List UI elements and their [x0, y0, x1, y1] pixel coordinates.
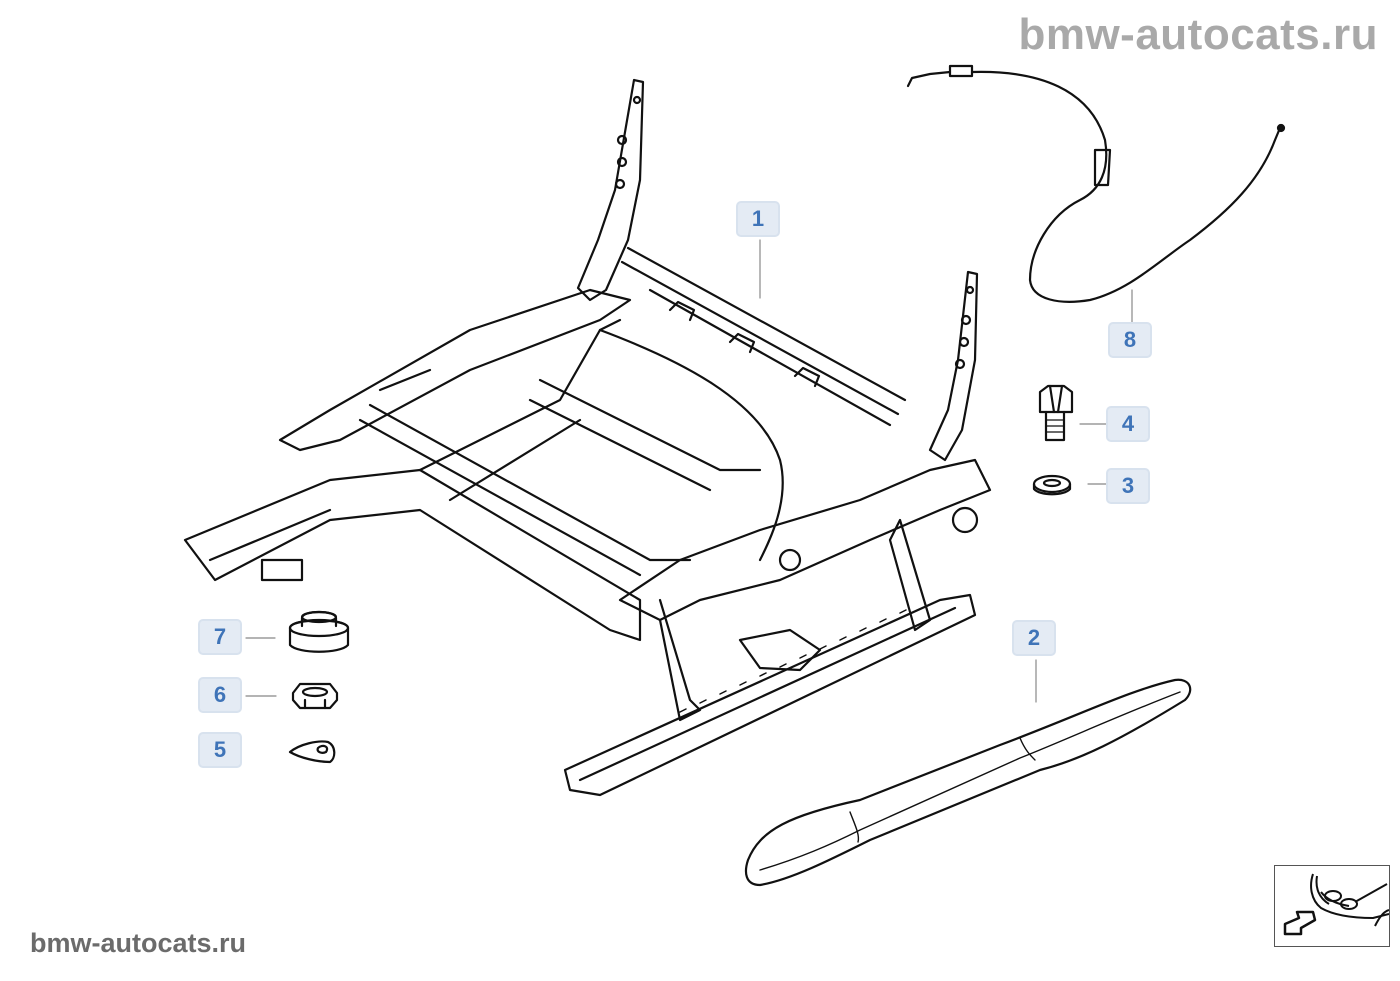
clip-drawing	[288, 740, 336, 764]
watermark-bottom: bmw-autocats.ru	[30, 928, 247, 958]
callout-5[interactable]: 5	[198, 732, 242, 768]
cable-drawing	[906, 64, 1286, 303]
rail-cover-drawing	[744, 678, 1192, 887]
bolt-drawing	[1038, 384, 1074, 442]
nut-drawing	[291, 682, 339, 710]
callout-3[interactable]: 3	[1106, 468, 1150, 504]
callout-4[interactable]: 4	[1106, 406, 1150, 442]
leader-lines	[245, 239, 1133, 703]
callout-8[interactable]: 8	[1108, 322, 1152, 358]
cap-drawing	[288, 610, 350, 653]
navigate-back-button[interactable]	[1274, 865, 1390, 947]
watermark-top: bmw-autocats.ru	[1018, 10, 1378, 59]
callout-6[interactable]: 6	[198, 677, 242, 713]
car-front-arrow-icon	[1283, 873, 1390, 936]
callout-2[interactable]: 2	[1012, 620, 1056, 656]
callout-7[interactable]: 7	[198, 619, 242, 655]
washer-drawing	[1032, 474, 1072, 496]
seat-frame-drawing	[183, 78, 992, 797]
callout-1[interactable]: 1	[736, 201, 780, 237]
